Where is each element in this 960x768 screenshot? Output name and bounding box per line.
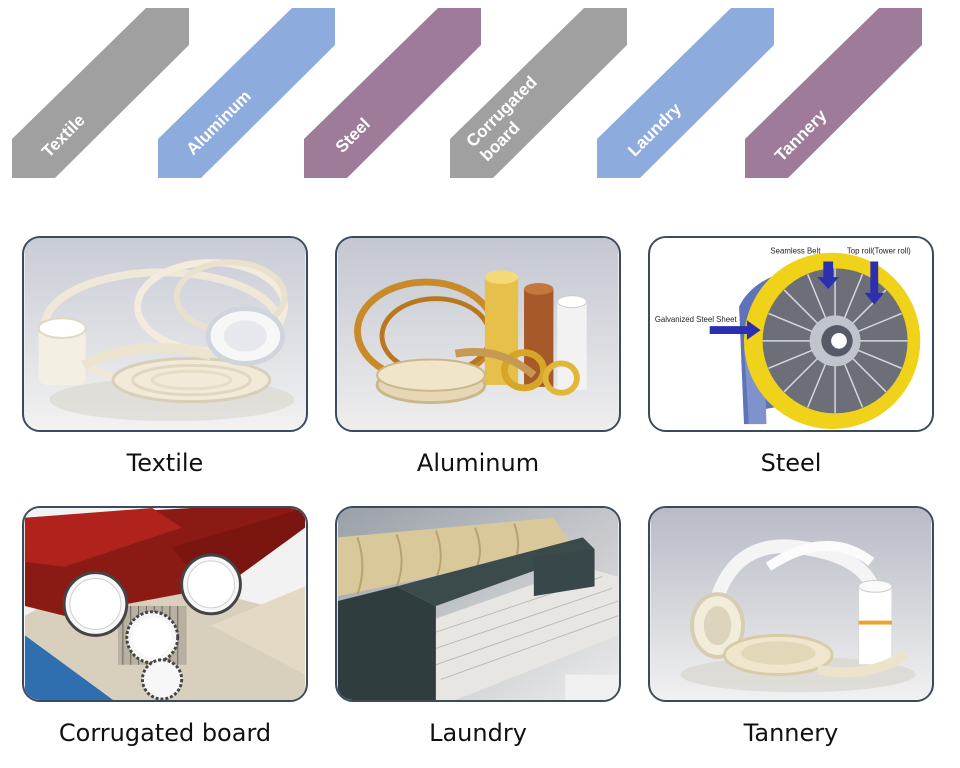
sheet-arrow-icon [709,320,761,340]
caption-steel: Steel [760,449,822,477]
steel-roll-diagram: Seamless Belt Top roll(Tower roll) Galva… [650,238,932,430]
banner-corrugated-board [450,8,627,178]
label-galvanized-sheet: Galvanized Steel Sheet [655,315,738,324]
banner-tannery [745,8,922,178]
image-card-laundry [335,506,621,702]
caption-corrugated-board: Corrugated board [58,719,272,747]
industry-banner-row: Textile Aluminum Steel Corrugated board … [0,0,960,190]
aluminum-belts-image [337,238,619,430]
corrugated-rollers-image [24,508,306,700]
label-top-roll: Top roll(Tower roll) [847,247,911,256]
caption-aluminum: Aluminum [416,449,540,477]
banner-laundry [597,8,774,178]
banner-steel [304,8,481,178]
banner-shapes [12,8,922,178]
image-card-tannery [648,506,934,702]
image-card-steel: Seamless Belt Top roll(Tower roll) Galva… [648,236,934,432]
caption-laundry: Laundry [429,719,527,747]
laundry-ironer-image [337,508,619,700]
image-card-aluminum [335,236,621,432]
caption-textile: Textile [126,449,204,477]
belt-arrow-icon [817,261,839,289]
banner-aluminum [158,8,335,178]
banner-textile [12,8,189,178]
tannery-belts-image [650,508,932,700]
caption-tannery: Tannery [743,719,839,747]
image-card-corrugated-board [22,506,308,702]
roll-arrow-icon [864,261,885,305]
textile-belts-image [24,238,306,430]
image-card-textile [22,236,308,432]
label-seamless-belt: Seamless Belt [770,247,821,256]
